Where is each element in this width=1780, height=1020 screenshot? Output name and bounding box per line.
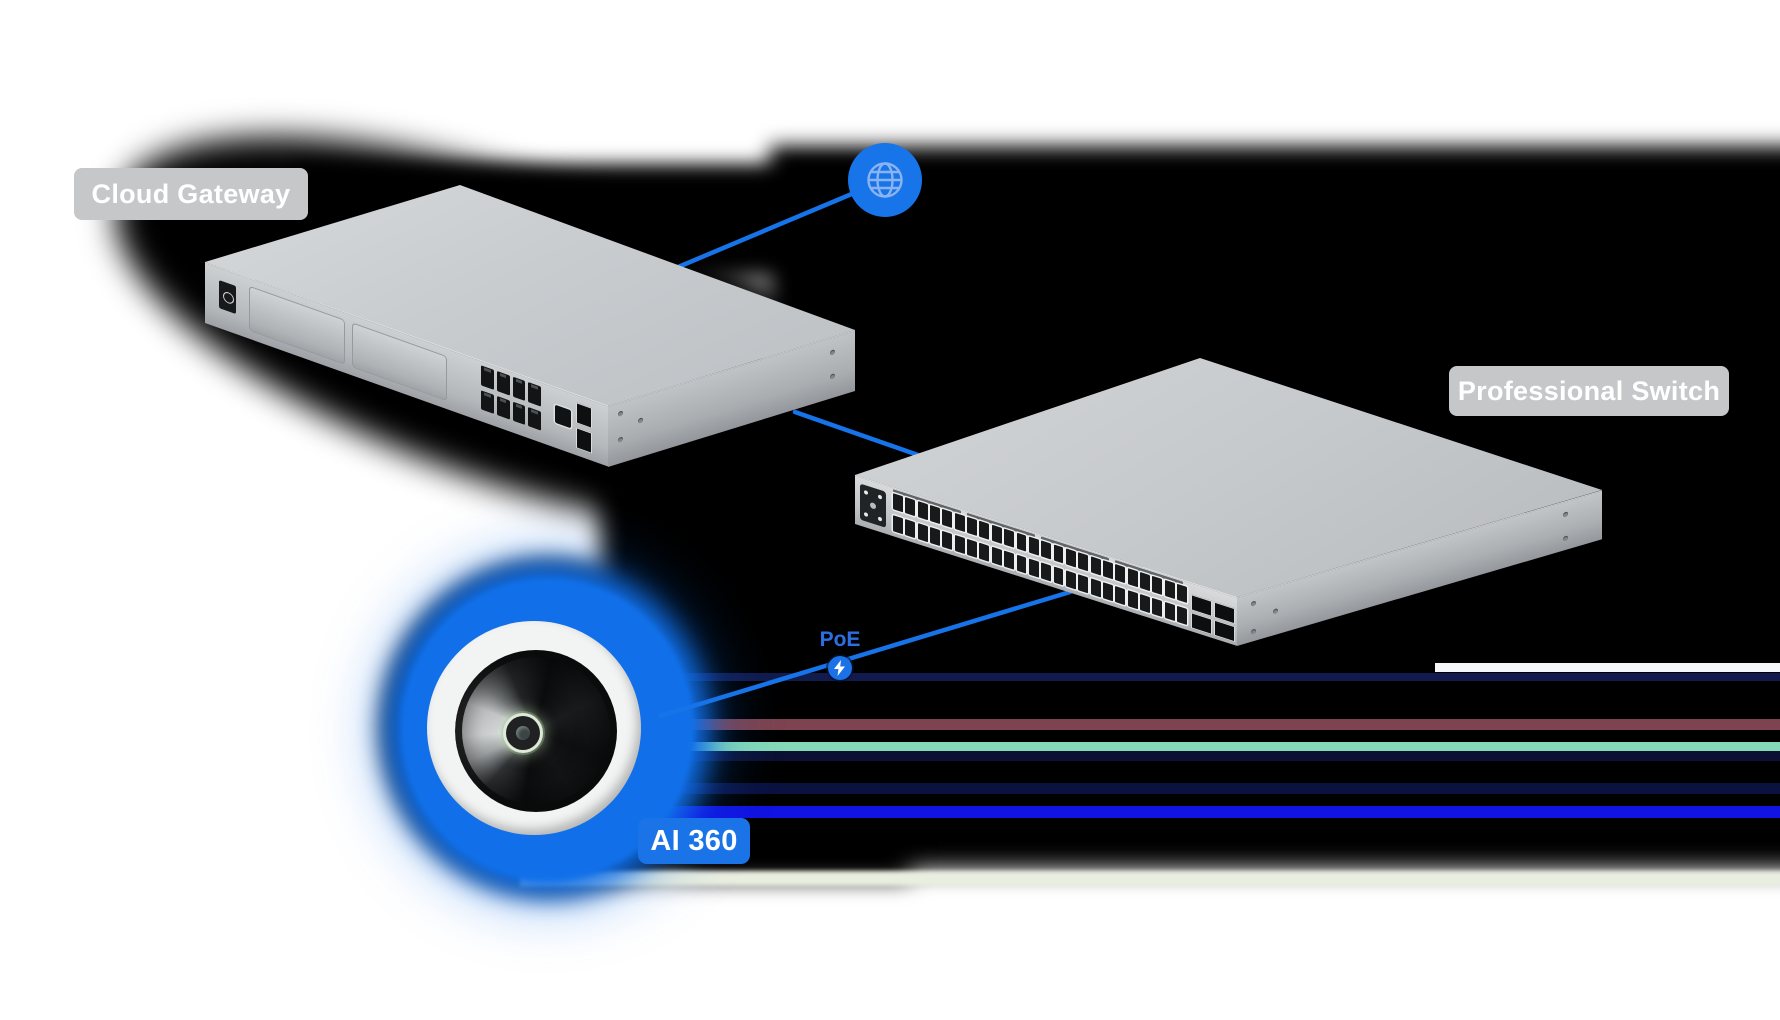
port (967, 516, 977, 536)
lightning-bolt-icon (828, 656, 852, 680)
port (496, 370, 510, 395)
screw-icon (1273, 608, 1278, 615)
port (1177, 605, 1187, 625)
port (979, 542, 990, 562)
stripe-navy-1 (655, 673, 1780, 681)
port (967, 538, 977, 558)
stripe-maroon (612, 719, 1780, 730)
screw-icon (1563, 535, 1568, 542)
port (1016, 554, 1027, 574)
switch-label-badge: Professional Switch (1449, 366, 1729, 416)
port (481, 389, 494, 414)
port (1004, 550, 1015, 570)
port (1152, 575, 1163, 596)
port (1115, 564, 1126, 584)
port (1053, 566, 1064, 586)
port (930, 504, 940, 525)
port (905, 497, 916, 517)
port (1177, 583, 1187, 603)
stripe-teal (612, 742, 1780, 751)
port (1016, 532, 1027, 552)
line-internet-to-gateway (649, 177, 888, 281)
port (1164, 579, 1175, 600)
port (1041, 562, 1052, 582)
screw-icon (638, 417, 643, 424)
port (942, 508, 953, 529)
port (1028, 558, 1039, 578)
port (979, 520, 990, 540)
port (917, 501, 928, 521)
port (528, 406, 541, 431)
stripe-pale-green (520, 871, 1780, 886)
gateway-power-button (219, 279, 236, 315)
port (496, 395, 510, 420)
port (576, 427, 592, 454)
screw-icon (830, 349, 835, 356)
port (954, 512, 965, 532)
gateway-label: Cloud Gateway (91, 178, 291, 209)
port (1078, 574, 1089, 594)
port (1078, 552, 1089, 572)
screw-icon (830, 373, 835, 380)
port (1090, 556, 1101, 576)
stripe-navy-3 (630, 783, 1780, 794)
line-switch-to-camera (657, 589, 1073, 719)
switch-display-module (860, 483, 886, 528)
gateway-sfp-grid (576, 402, 592, 454)
port (1004, 528, 1015, 548)
port (1127, 568, 1138, 588)
screw-icon (618, 436, 623, 443)
port (954, 534, 965, 554)
screw-icon (1251, 600, 1256, 607)
port (991, 546, 1002, 566)
port (1140, 571, 1150, 592)
camera-lens (506, 716, 540, 750)
internet-globe-icon (848, 143, 922, 217)
line-gateway-to-switch (792, 409, 921, 458)
port (1140, 593, 1150, 614)
port (893, 493, 903, 513)
port (905, 519, 916, 539)
switch-label: Professional Switch (1457, 375, 1721, 406)
stripe-navy-2 (640, 751, 1780, 761)
port (1115, 586, 1126, 606)
port (1041, 540, 1052, 560)
port (991, 524, 1002, 544)
port (576, 402, 592, 429)
port (942, 530, 953, 551)
port (1152, 597, 1163, 618)
stripe-white (1435, 663, 1780, 672)
screw-icon (618, 410, 623, 417)
screw-icon (1251, 628, 1256, 635)
port (917, 523, 928, 543)
port (1090, 578, 1101, 598)
port (1164, 601, 1175, 622)
port (1065, 570, 1076, 590)
gateway-label-badge: Cloud Gateway (74, 168, 308, 220)
port (893, 515, 903, 535)
port (1103, 582, 1113, 602)
camera-label: AI 360 (650, 824, 738, 857)
port (1065, 548, 1076, 568)
poe-link: PoE (800, 628, 880, 684)
port (481, 365, 494, 390)
port (528, 382, 541, 407)
port (1053, 544, 1064, 564)
port (1028, 536, 1039, 556)
port (1103, 560, 1113, 580)
port (1127, 590, 1138, 610)
screw-icon (1563, 511, 1568, 518)
camera-label-badge: AI 360 (638, 818, 750, 864)
stripe-blue (620, 806, 1780, 818)
port (930, 526, 940, 547)
port (512, 376, 526, 401)
poe-label: PoE (819, 628, 861, 651)
gateway-wan-port (555, 404, 571, 429)
port (512, 400, 526, 426)
